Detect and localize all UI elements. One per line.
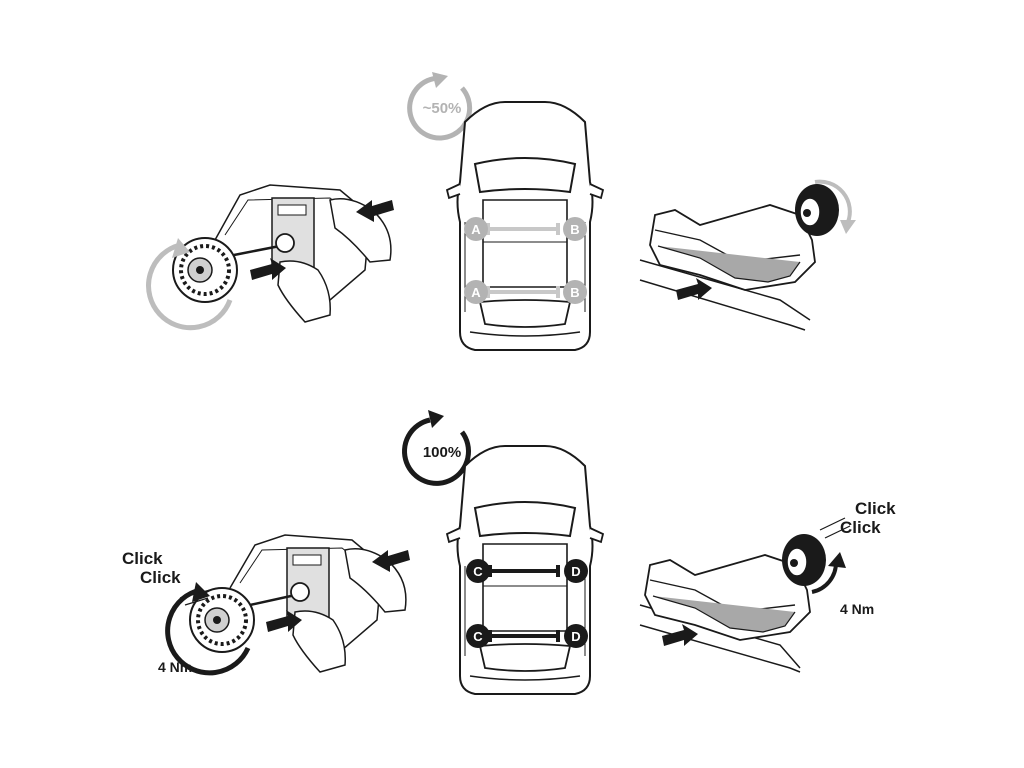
bar-rear-step2: C D [466,624,588,648]
bar-front-step1: A B [464,217,587,241]
click-label-left-1: Click [122,549,163,568]
knob-icon [782,534,826,586]
label-d-front: D [571,564,580,579]
knob-icon [189,587,255,653]
bar-rear-step1: A B [464,280,587,304]
knob-icon [172,237,238,303]
push-arrow-icon [676,278,712,300]
mount-point-c-rear [466,624,490,648]
label-a-front: A [471,222,481,237]
tighten-50-label: ~50% [423,100,462,117]
rotate-arrow-icon [146,242,233,331]
tighten-50-badge: ~50% [407,72,473,141]
push-arrow-icon [266,610,302,632]
torque-label-right: 4 Nm [840,601,874,617]
click-label-left-2: Click [140,568,181,587]
foot-step1 [639,179,856,331]
label-a-rear: A [471,285,481,300]
click-label-right-2: Click [840,518,881,537]
label-c-rear: C [473,629,483,644]
torque-label-left: 4 Nm [158,659,192,675]
mount-point-c-front [466,559,490,583]
mount-point-d-rear [564,624,588,648]
mount-point-a-front [464,217,488,241]
push-arrow-icon [356,200,394,222]
push-arrow-icon [662,624,698,646]
foot-step2: Click Click 4 Nm [639,499,896,673]
tighten-100-label: 100% [423,444,461,461]
mount-point-a-rear [464,280,488,304]
mount-point-b-front [563,217,587,241]
label-b-rear: B [570,285,579,300]
knob-icon [795,184,839,236]
rotate-arrow-icon [407,75,473,141]
click-label-right-1: Click [855,499,896,518]
push-arrow-icon [250,258,286,280]
mount-point-b-rear [563,280,587,304]
rotate-arrow-icon [402,417,471,486]
label-d-rear: D [571,629,580,644]
bar-front-step2: C D [466,559,588,583]
label-c-front: C [473,564,483,579]
push-arrow-icon [372,550,410,572]
inside-mount-step2: Click Click 4 Nm [122,534,410,676]
label-b-front: B [570,222,579,237]
rotate-arrow-icon [814,179,852,223]
tighten-100-badge: 100% [402,410,471,486]
inside-mount-step1 [146,184,394,331]
rotate-arrow-icon [165,587,251,676]
mount-point-d-front [564,559,588,583]
